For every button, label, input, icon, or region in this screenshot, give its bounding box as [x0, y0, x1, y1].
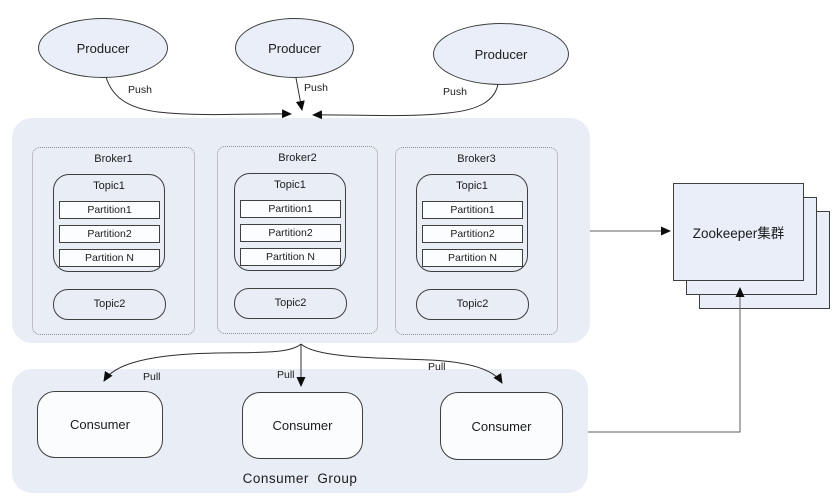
consumer-node-3: Consumer	[440, 392, 563, 460]
topic1-label: Topic1	[274, 179, 306, 191]
push-label-1: Push	[128, 84, 152, 96]
consumer-label: Consumer	[70, 417, 130, 432]
consumer-node-2: Consumer	[242, 392, 363, 459]
partition-box: Partition2	[240, 224, 341, 242]
consumer-group-to-zookeeper-arrow	[588, 287, 745, 433]
partition-box: Partition2	[422, 225, 523, 243]
partition-box: Partition N	[240, 248, 341, 266]
broker-box-2: Broker2 Topic1 Partition1 Partition2 Par…	[217, 146, 378, 334]
producer-label: Producer	[76, 40, 130, 56]
producer-label: Producer	[268, 40, 321, 56]
consumer-label: Consumer	[471, 418, 532, 434]
push-arrow-right	[312, 83, 499, 120]
broker-box-3: Broker3 Topic1 Partition1 Partition2 Par…	[395, 147, 558, 335]
consumer-group-label: Consumer Group	[242, 471, 358, 486]
push-label-2: Push	[304, 82, 328, 94]
broker-box-1: Broker1 Topic1 Partition1 Partition2 Par…	[32, 147, 195, 335]
producer-node-3: Producer	[433, 23, 569, 85]
topic2-box: Topic2	[416, 289, 529, 320]
zookeeper-node: Zookeeper集群	[673, 183, 804, 281]
broker-name: Broker1	[94, 153, 133, 165]
topic2-box: Topic2	[53, 289, 166, 320]
push-arrow-middle	[295, 77, 305, 111]
pull-label-1: Pull	[143, 371, 161, 383]
consumer-node-1: Consumer	[37, 391, 163, 458]
topic1-label: Topic1	[456, 180, 488, 192]
partition-box: Partition N	[59, 249, 160, 267]
producer-label: Producer	[474, 46, 528, 62]
partition-box: Partition N	[422, 249, 523, 267]
topic1-box: Topic1 Partition1 Partition2 Partition N	[53, 174, 165, 272]
pull-label-2: Pull	[277, 369, 295, 381]
zookeeper-label: Zookeeper集群	[692, 226, 785, 241]
consumer-label: Consumer	[272, 418, 333, 433]
topic2-box: Topic2	[234, 288, 347, 319]
partition-box: Partition1	[422, 201, 523, 219]
push-label-3: Push	[443, 86, 467, 98]
topic1-box: Topic1 Partition1 Partition2 Partition N	[234, 173, 346, 271]
producer-node-1: Producer	[38, 18, 168, 78]
partition-box: Partition1	[240, 200, 341, 218]
partition-box: Partition2	[59, 225, 160, 243]
topic1-box: Topic1 Partition1 Partition2 Partition N	[416, 174, 528, 272]
producer-node-2: Producer	[235, 18, 354, 78]
pull-label-3: Pull	[428, 361, 446, 373]
broker-name: Broker3	[457, 153, 496, 165]
partition-box: Partition1	[59, 201, 160, 219]
broker-name: Broker2	[278, 152, 317, 164]
topic1-label: Topic1	[93, 180, 125, 192]
